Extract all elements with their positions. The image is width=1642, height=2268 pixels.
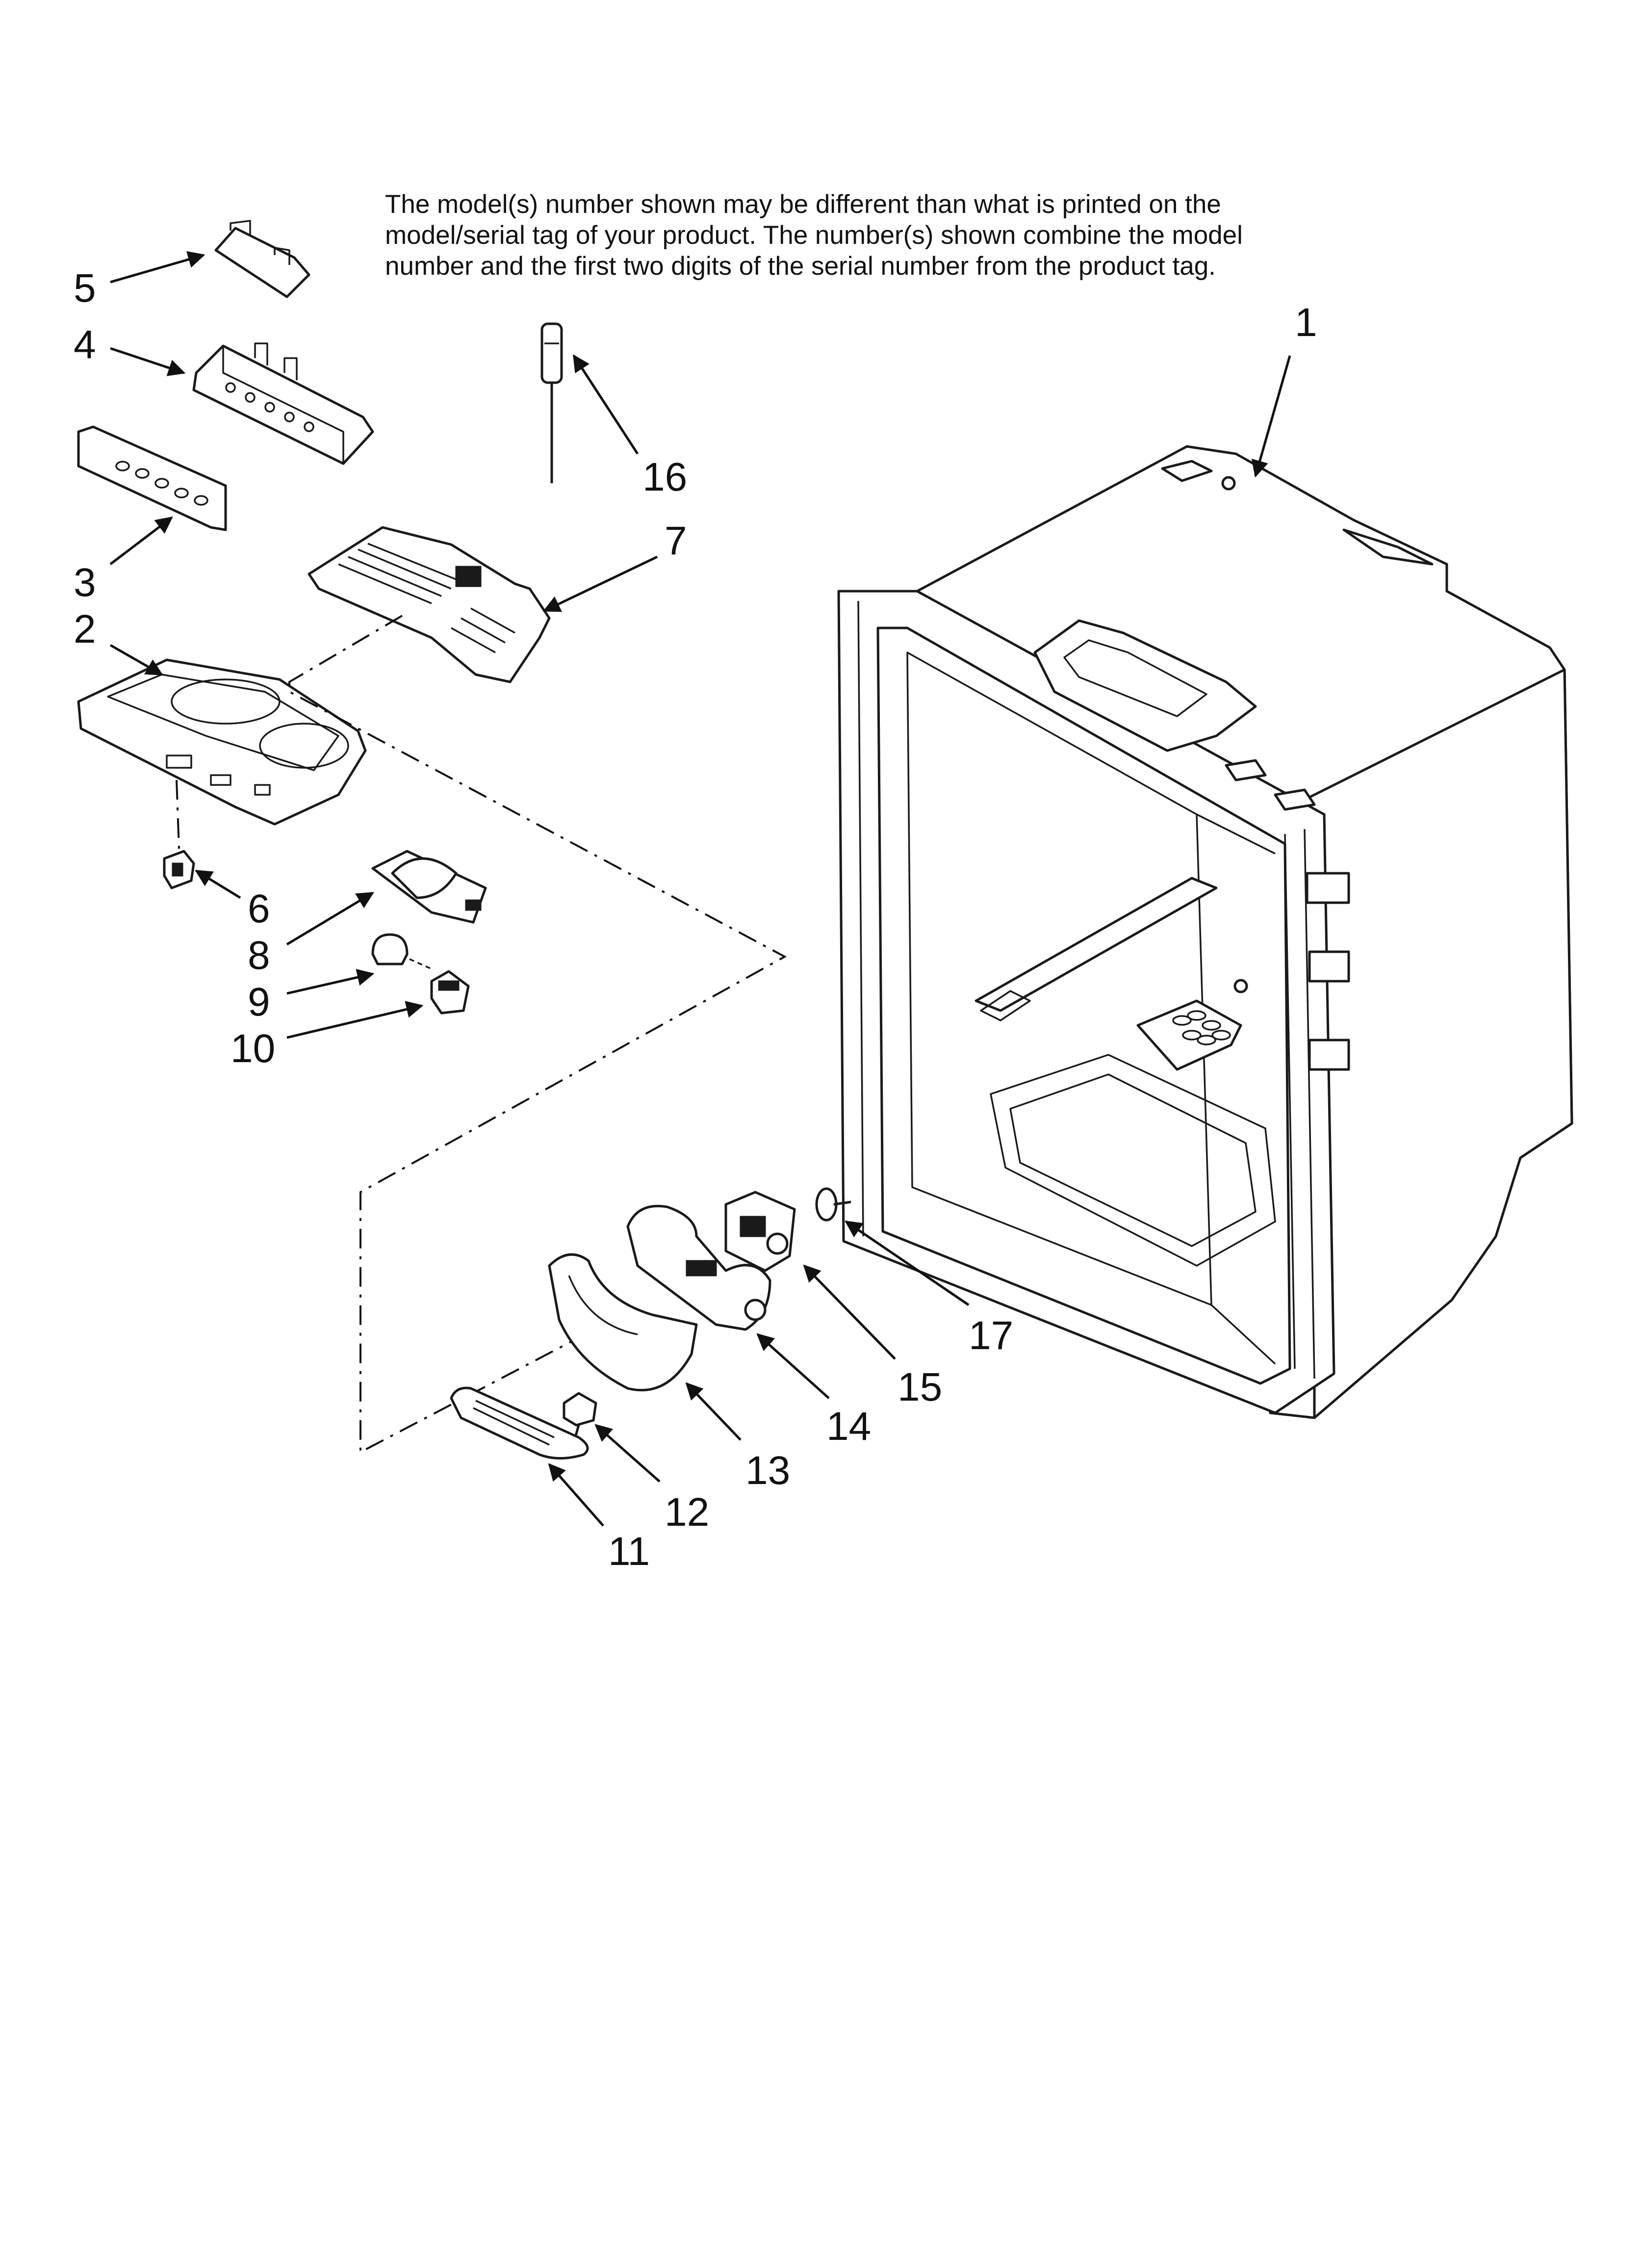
callout-14: 14 — [826, 1404, 871, 1449]
callout-1: 1 — [1295, 300, 1317, 345]
note-line-3: number and the first two digits of the s… — [385, 252, 1216, 281]
leader-15 — [803, 1264, 896, 1360]
leader-17 — [845, 1220, 970, 1306]
callout-11: 11 — [608, 1529, 650, 1574]
callout-16: 16 — [642, 455, 687, 499]
part-10-socket — [430, 970, 470, 1015]
part-4-control-housing — [192, 342, 374, 465]
part-3-overlay — [77, 425, 227, 531]
callout-17: 17 — [969, 1313, 1013, 1358]
part-2-housing — [77, 658, 367, 849]
note-line-2: model/serial tag of your product. The nu… — [385, 221, 1243, 250]
leader-7 — [542, 555, 658, 612]
callout-13: 13 — [745, 1448, 790, 1493]
leader-13 — [685, 1382, 742, 1441]
leader-5 — [110, 251, 205, 284]
leader-11 — [548, 1463, 604, 1527]
leader-14 — [756, 1333, 830, 1399]
part-13-dispenser-cover — [548, 1253, 698, 1392]
leader-6 — [195, 869, 241, 899]
callout-10: 10 — [231, 1026, 275, 1071]
part-16-sensor — [540, 322, 563, 483]
callout-5: 5 — [74, 266, 96, 311]
part-14-dispenser-housing — [626, 1204, 771, 1331]
part-11-drip-tray — [450, 1386, 589, 1460]
callout-15: 15 — [898, 1365, 942, 1409]
leader-1 — [1251, 355, 1291, 478]
callout-3: 3 — [74, 560, 96, 605]
part-5-bracket — [214, 220, 310, 298]
callout-2: 2 — [74, 607, 96, 652]
assembly-path — [288, 615, 787, 1454]
part-15-dispenser-module — [724, 1191, 796, 1272]
part-7-duct-cover — [308, 526, 551, 683]
callout-8: 8 — [248, 933, 270, 978]
leader-12 — [594, 1424, 661, 1483]
leader-2 — [109, 644, 164, 676]
part-17-screw — [815, 1187, 851, 1222]
model-number-note: The model(s) number shown may be differe… — [385, 189, 1513, 282]
callout-7: 7 — [665, 519, 687, 563]
callout-6: 6 — [248, 886, 270, 931]
part-6-switch — [163, 850, 195, 889]
leader-4 — [110, 347, 186, 376]
callout-9: 9 — [248, 980, 270, 1024]
callout-12: 12 — [665, 1490, 709, 1535]
leader-10 — [286, 1001, 424, 1039]
leader-3 — [109, 516, 173, 565]
part-9-bulb — [371, 933, 432, 970]
note-line-1: The model(s) number shown may be differe… — [385, 190, 1221, 219]
part-12-screw — [563, 1392, 597, 1443]
part-1-liner — [837, 445, 1573, 1419]
leader-9 — [286, 968, 375, 995]
callout-labels: 1 2 3 4 5 6 7 8 9 10 11 12 13 14 15 16 1… — [74, 266, 1317, 1574]
leader-lines — [109, 251, 1291, 1527]
leader-8 — [286, 891, 375, 946]
leader-16 — [572, 354, 639, 455]
callout-4: 4 — [74, 322, 96, 367]
part-8-light-cover — [371, 850, 487, 924]
